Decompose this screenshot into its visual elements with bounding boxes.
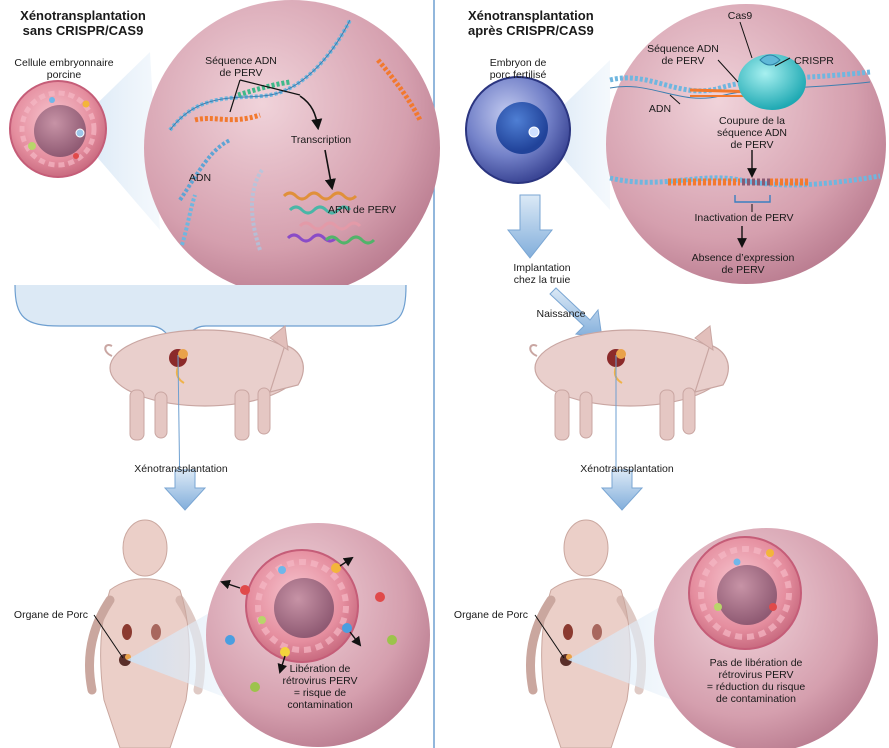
absence-line2: de PERV — [721, 264, 765, 276]
transcription-arrow-1 — [299, 95, 323, 131]
zoom-beam-organ-right — [568, 600, 672, 700]
pig-left — [104, 325, 304, 441]
transcription-label: Transcription — [290, 134, 352, 146]
virus-arrow-3 — [349, 631, 362, 647]
fertilized-embryo — [465, 76, 571, 184]
seq-pointer-right — [717, 59, 739, 83]
right-organ-label: Organe de Porc — [453, 609, 529, 621]
release-line3: = risque de — [293, 687, 347, 699]
left-title: Xénotransplantation sans CRISPR/CAS9 — [18, 8, 148, 38]
pig-right — [529, 325, 729, 441]
arn-label: ARN de PERV — [327, 204, 397, 216]
organ-pointer-right — [534, 614, 565, 659]
release-label: Libération de rétrovirus PERV = risque d… — [278, 663, 362, 711]
cas9-label: Cas9 — [727, 10, 753, 22]
crispr-label: CRISPR — [794, 55, 834, 67]
embryo-label: Embryon de porc fertilisé — [468, 57, 568, 81]
crispr-pointer — [774, 57, 791, 67]
right-xeno-label: Xénotransplantation — [580, 463, 674, 475]
norelease-circle-right — [654, 528, 878, 748]
right-sequence-line2: de PERV — [661, 55, 705, 67]
right-sequence-label: Séquence ADN de PERV — [640, 43, 726, 67]
release-line4: contamination — [287, 699, 353, 711]
left-adn-label: ADN — [188, 172, 212, 184]
implant-line1: Implantation — [513, 262, 571, 274]
norelease-line4: de contamination — [716, 693, 796, 705]
norelease-label: Pas de libération de rétrovirus PERV = r… — [696, 657, 816, 705]
birth-label: Naissance — [536, 308, 586, 320]
organ-pointer-left — [93, 614, 124, 659]
embryo-line2: porc fertilisé — [489, 69, 547, 81]
cut-line2: séquence ADN — [716, 127, 788, 139]
cell-label: Cellule embryonnaire porcine — [4, 57, 124, 81]
release-line2: rétrovirus PERV — [282, 675, 358, 687]
zoom-circle-right — [606, 4, 886, 284]
implant-arrow — [506, 194, 554, 259]
cut-line1: Coupure de la — [719, 115, 785, 127]
cut-label: Coupure de la séquence ADN de PERV — [704, 115, 800, 151]
norelease-line3: = réduction du risque — [706, 681, 806, 693]
virus-arrow-1 — [220, 579, 241, 590]
right-title: Xénotransplantation après CRISPR/CAS9 — [468, 8, 594, 38]
cut-line3: de PERV — [730, 139, 774, 151]
adn-pointer-right — [669, 94, 681, 105]
right-title-line1: Xénotransplantation — [468, 8, 594, 23]
transcription-arrow-2 — [324, 149, 336, 191]
left-sequence-line2: de PERV — [219, 67, 263, 79]
left-sequence-label: Séquence ADN de PERV — [196, 55, 286, 79]
left-organ-label: Organe de Porc — [13, 609, 89, 621]
left-sequence-line1: Séquence ADN — [205, 55, 277, 67]
left-title-line1: Xénotransplantation — [20, 8, 146, 23]
virus-arrow-4 — [277, 655, 288, 674]
norelease-line1: Pas de libération de — [709, 657, 803, 669]
implant-line2: chez la truie — [513, 274, 571, 286]
right-sequence-line1: Séquence ADN — [647, 43, 719, 55]
release-circle-left — [206, 523, 430, 747]
left-title-line2: sans CRISPR/CAS9 — [22, 23, 144, 38]
down-arrow-right — [600, 469, 644, 511]
right-title-line2: après CRISPR/CAS9 — [468, 23, 594, 38]
cell-label-line1: Cellule embryonnaire — [14, 57, 114, 69]
inactivation-label: Inactivation de PERV — [694, 212, 794, 224]
virus-arrow-2 — [339, 556, 354, 567]
right-adn-label: ADN — [648, 103, 672, 115]
release-line1: Libération de — [289, 663, 351, 675]
down-arrow-left — [163, 469, 207, 511]
zoom-circle-left — [144, 0, 440, 296]
porcine-embryonic-cell — [9, 80, 107, 178]
seq-pointer-1 — [229, 79, 241, 113]
zoom-beam-organ-left — [127, 600, 232, 700]
cell-label-line2: porcine — [46, 69, 82, 81]
implant-label: Implantation chez la truie — [496, 262, 588, 286]
zoom-beam-left — [72, 52, 160, 230]
absence-label: Absence d’expression de PERV — [678, 252, 808, 276]
left-xeno-label: Xénotransplantation — [134, 463, 228, 475]
seq-pointer-2 — [239, 79, 301, 96]
absence-line1: Absence d’expression — [691, 252, 795, 264]
cas9-pointer — [739, 21, 753, 59]
zoom-beam-right — [538, 60, 610, 210]
norelease-line2: rétrovirus PERV — [718, 669, 794, 681]
embryo-line1: Embryon de — [489, 57, 547, 69]
